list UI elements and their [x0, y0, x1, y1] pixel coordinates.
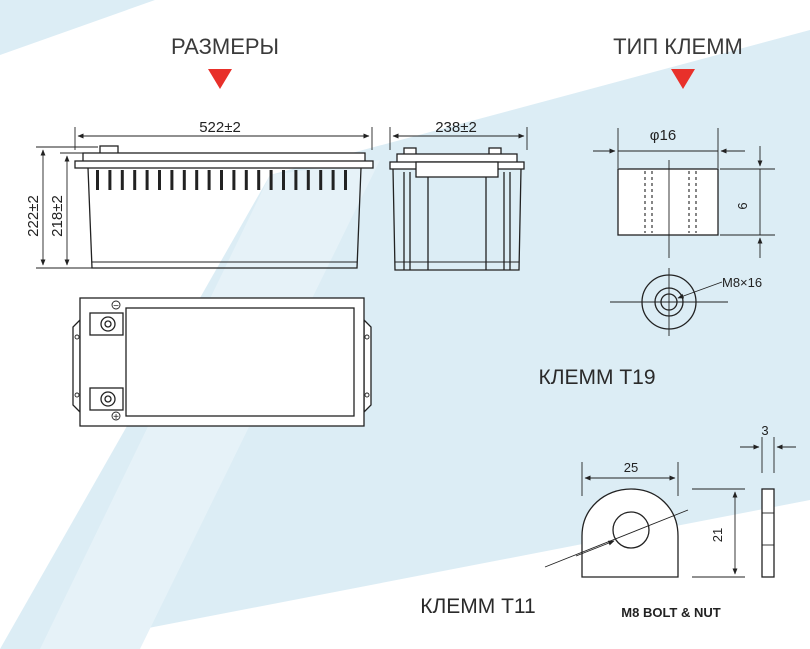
case-rib — [195, 170, 199, 190]
case-rib — [220, 170, 223, 190]
case-rib — [207, 170, 211, 190]
case-ribs — [96, 170, 347, 190]
case-rib — [319, 170, 323, 190]
battery-front-view: 522±2 222±2 218±2 — [25, 119, 374, 269]
positive-symbol: + — [113, 412, 119, 423]
case-rib — [145, 170, 149, 190]
case-rib — [306, 170, 310, 190]
case-rib — [269, 170, 273, 190]
t19-label: КЛЕММ T19 — [538, 366, 655, 389]
terminal-t11-drawing: 25 21 3 КЛЕММ T11 M8 BOLT & NUT — [420, 423, 796, 620]
length-label: 522±2 — [199, 119, 241, 136]
battery-side-view: 238±2 — [389, 119, 528, 271]
case-rib — [282, 170, 285, 190]
heading-terminal-type: ТИП КЛЕММ — [613, 34, 743, 59]
t11-width-label: 25 — [624, 460, 638, 475]
case-rib — [108, 170, 112, 190]
case-rib — [331, 170, 335, 190]
down-arrow-icon — [208, 69, 232, 89]
terminal-t19-drawing: φ16 6 M8×16 КЛЕММ T19 — [538, 127, 775, 389]
t11-height-label: 21 — [710, 528, 725, 542]
t19-height-label: 6 — [735, 202, 750, 209]
case-rib — [294, 170, 298, 190]
case-rib — [120, 170, 124, 190]
t19-bolt-label: M8×16 — [722, 275, 762, 290]
case-rib — [182, 170, 186, 190]
case-rib — [257, 170, 261, 190]
case-rib — [158, 170, 161, 190]
case-rib — [133, 170, 137, 190]
t11-bolt-label: M8 BOLT & NUT — [621, 605, 720, 620]
battery-top-view: − + — [72, 297, 372, 427]
case-rib — [244, 170, 248, 190]
down-arrow-icon — [671, 69, 695, 89]
positive-terminal — [89, 387, 124, 411]
negative-terminal — [89, 312, 124, 336]
case-rib — [344, 170, 347, 190]
total-height-label: 222±2 — [25, 195, 42, 237]
t11-label: КЛЕММ T11 — [420, 595, 535, 618]
case-height-label: 218±2 — [49, 195, 66, 237]
t11-thickness-label: 3 — [761, 423, 768, 438]
corner-band — [0, 0, 155, 55]
width-label: 238±2 — [435, 119, 477, 136]
case-rib — [232, 170, 236, 190]
heading-dimensions: РАЗМЕРЫ — [171, 34, 279, 59]
case-rib — [96, 170, 99, 190]
t19-diameter-label: φ16 — [650, 127, 676, 144]
case-rib — [170, 170, 174, 190]
negative-symbol: − — [113, 301, 119, 312]
